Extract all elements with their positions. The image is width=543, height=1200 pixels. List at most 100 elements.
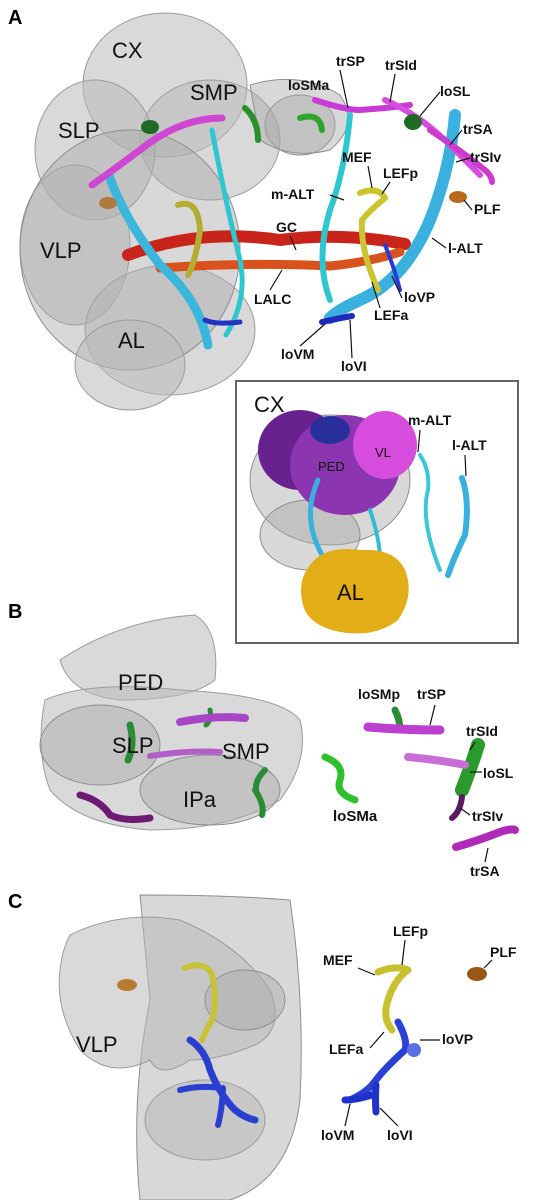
inset-vl-lobe: [353, 411, 417, 479]
b-smp-lower-tract: [147, 748, 223, 759]
tract-trsiv-label: trSIv: [470, 149, 501, 165]
tract-mef-label: MEF: [342, 149, 372, 165]
b-region-ped-label: PED: [118, 670, 163, 695]
c-blue-branch-in-brain: [177, 1083, 223, 1093]
b-tract-losma-label: loSMa: [333, 808, 378, 825]
tract-trsp-label: trSP: [336, 53, 365, 69]
c-tract-lovi-label: loVI: [387, 1127, 413, 1143]
b-smp-purple-tract: [176, 713, 249, 726]
region-slp-label: SLP: [58, 118, 100, 143]
panel-a-inset: CX VL PED m-ALT l-ALT AL: [235, 380, 519, 644]
loSMa-tract: [297, 113, 325, 133]
b-trsiv-tract: [449, 794, 465, 821]
tract-trsa-label: trSA: [463, 121, 493, 137]
panel-c-isolated-tracts: [341, 964, 487, 1116]
tract-losl-label: loSL: [440, 83, 471, 99]
b-tract-trsid-label: trSId: [466, 723, 498, 739]
m-alt-tract: [319, 112, 353, 303]
inset-lalt-leader: [464, 454, 467, 477]
slp-green-node: [141, 120, 159, 134]
tract-lalc-label: LALC: [254, 291, 291, 307]
mef-tract: [357, 187, 388, 293]
lovm-tract: [319, 313, 355, 325]
c-blue-branch2-in-brain: [215, 1085, 226, 1128]
tract-gc-label: GC: [276, 219, 297, 235]
l-alt-left-tract: [105, 173, 213, 350]
panel-a: A: [8, 7, 519, 644]
b-tract-trsiv-label: trSIv: [472, 808, 503, 824]
inset-malt-leader: [417, 429, 421, 453]
b-region-ipa-label: IPa: [183, 787, 217, 812]
c-tract-lovp-label: loVP: [442, 1031, 473, 1047]
tract-malt-label: m-ALT: [271, 186, 315, 202]
panel-b-leader-lines: [429, 704, 489, 863]
b-losl-tract: [404, 753, 469, 769]
c-tract-plf-label: PLF: [490, 944, 517, 960]
region-al-label: AL: [118, 328, 145, 353]
tract-lefa-label: LEFa: [374, 307, 408, 323]
c-region-vlp-label: VLP: [76, 1032, 118, 1057]
panel-b-isolated-tracts: [321, 706, 519, 851]
panel-a-brain-mesh: [19, 12, 349, 411]
panel-b: B PED SLP SMP IPa: [8, 601, 519, 879]
panel-c: C VLP LEFp PLF MEF loVP LEFa loV: [8, 891, 517, 1200]
panel-b-brain-mesh: [39, 614, 303, 831]
c-tract-lovm-label: loVM: [321, 1127, 354, 1143]
lalc-tract: [155, 247, 405, 273]
region-vlp-label: VLP: [40, 238, 82, 263]
b-trsp-tract: [363, 722, 445, 735]
tract-trsid-label: trSId: [385, 57, 417, 73]
inset-lalt-label: l-ALT: [452, 437, 487, 453]
inset-al-label: AL: [337, 580, 364, 605]
slp-magenta-tract: [88, 114, 226, 189]
c-tract-lefa-label: LEFa: [329, 1041, 363, 1057]
c-lovm-tract: [341, 1091, 376, 1104]
b-trsa-tract: [452, 825, 519, 851]
loSL-node: [404, 114, 422, 130]
tract-lovi-label: loVI: [341, 358, 367, 374]
c-lovp-node: [407, 1043, 421, 1057]
plf-node-a-left: [99, 197, 117, 209]
l-alt-tract: [324, 109, 461, 324]
inset-left-alt-tract: [307, 477, 328, 563]
trsid-tract: [382, 97, 483, 178]
green-left-tract: [242, 105, 261, 143]
panel-a-tracts: [88, 97, 495, 350]
region-cx-label: CX: [112, 38, 143, 63]
tract-lovp-label: loVP: [404, 289, 435, 305]
b-ipa-green-upper: [252, 767, 268, 793]
c-yellow-tract-in-brain: [182, 962, 218, 1043]
inset-al-lobe: [301, 549, 409, 634]
inset-malt-label: m-ALT: [408, 412, 452, 428]
trsa-tract: [427, 127, 495, 185]
b-left-purple-tract: [76, 791, 154, 823]
c-tract-mef-label: MEF: [323, 952, 353, 968]
panel-c-leader-lines: [344, 939, 493, 1127]
b-losma-tract: [321, 753, 359, 804]
c-plf-node-left: [117, 979, 137, 991]
tract-lovm-label: loVM: [281, 346, 314, 362]
plf-node-a: [449, 191, 467, 203]
b-slp-green-tract: [124, 721, 136, 764]
c-lovp-tract: [346, 1018, 410, 1104]
panel-b-tracts-in-brain: [76, 707, 268, 823]
panel-a-leader-lines: [269, 69, 473, 359]
b-region-slp-label: SLP: [112, 733, 154, 758]
inset-cx-label: CX: [254, 392, 285, 417]
inset-cx-small: [310, 416, 350, 444]
lovp-tract: [383, 243, 402, 292]
inset-lalt-tract: [445, 475, 470, 578]
c-mef-tract: [374, 964, 412, 1034]
b-tract-trsp-label: trSP: [417, 686, 446, 702]
tract-lefp-label: LEFp: [383, 165, 418, 181]
b-tract-losmp-label: loSMp: [358, 686, 400, 702]
inset-vl-label: VL: [375, 445, 391, 460]
tract-plf-label: PLF: [474, 201, 501, 217]
panel-c-letter: C: [8, 891, 22, 913]
yellow-left-tract: [175, 200, 203, 278]
b-trsid-tract: [455, 738, 485, 797]
b-tract-trsa-label: trSA: [470, 863, 500, 879]
panel-c-tracts-in-brain: [117, 962, 259, 1128]
b-tract-losl-label: loSL: [483, 765, 514, 781]
